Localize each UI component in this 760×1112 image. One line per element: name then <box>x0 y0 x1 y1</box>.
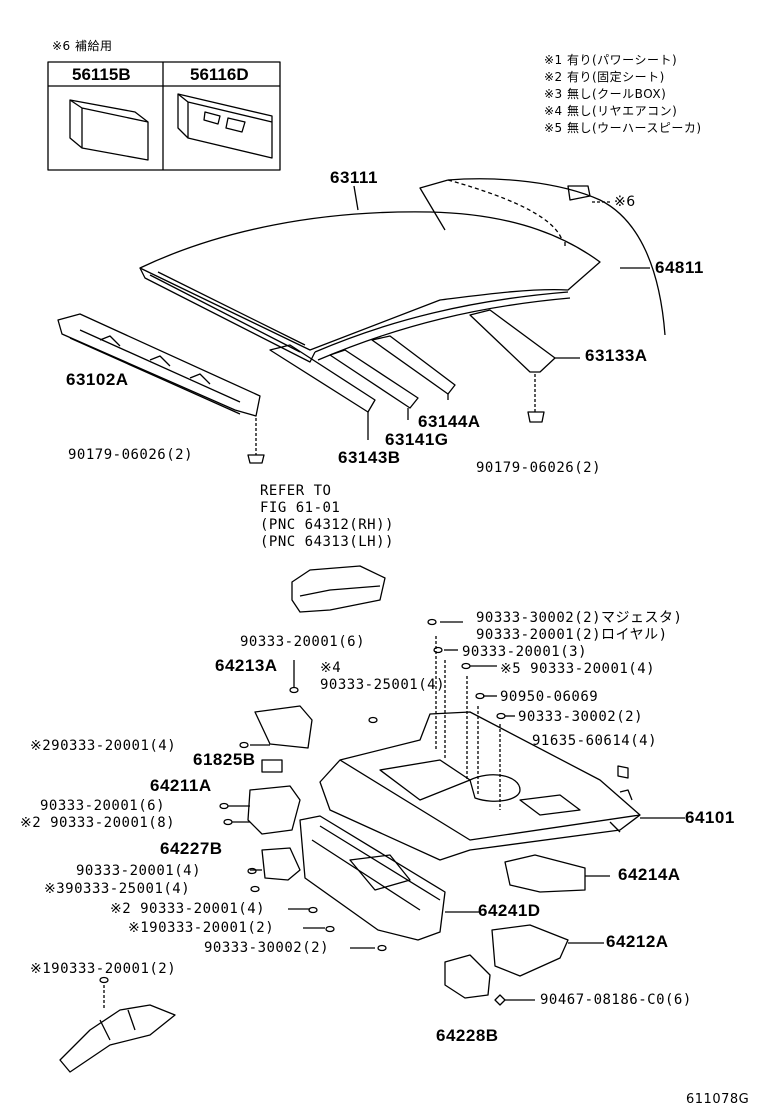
fastener-label: 90467-08186-C0(6) <box>540 992 692 1008</box>
fastener-label: 90950-06069 <box>500 689 599 705</box>
fastener-label: ※390333-25001(4) <box>44 881 191 897</box>
legend-item: ※4 無し(リヤエアコン) <box>544 104 678 118</box>
refer-line: FIG 61-01 <box>260 500 341 516</box>
rear-inner-panel <box>299 815 480 941</box>
part-64214a: 64214A <box>618 865 681 884</box>
fastener-label: ※190333-20001(2) <box>128 920 275 936</box>
fastener-label: 91635-60614(4) <box>532 733 658 749</box>
brackets-left <box>247 705 313 881</box>
part-64213a: 64213A <box>215 656 278 675</box>
clip-left-label: 90179-06026(2) <box>68 447 194 463</box>
fastener-label: 90333-30002(2) <box>204 940 330 956</box>
refer-line: (PNC 64313(LH)) <box>260 534 394 550</box>
brackets-right <box>444 765 629 1006</box>
legend-item: ※1 有り(パワーシート) <box>544 53 678 67</box>
part-64227b: 64227B <box>160 839 223 858</box>
fastener-label: 90333-20001(3) <box>462 644 588 660</box>
part-63102a: 63102A <box>66 370 129 389</box>
figure-code: 611078G <box>686 1092 750 1107</box>
part-63144a: 63144A <box>418 412 481 431</box>
legend: ※1 有り(パワーシート) ※2 有り(固定シート) ※3 無し(クールBOX)… <box>544 52 702 137</box>
supply-parts-box <box>47 61 281 171</box>
fastener-label: 90333-20001(2)ロイヤル) <box>476 627 668 643</box>
legend-item: ※3 無し(クールBOX) <box>544 87 667 101</box>
part-64211a: 64211A <box>150 776 212 795</box>
part-63111: 63111 <box>330 168 378 187</box>
part-63143b: 63143B <box>338 448 401 467</box>
refer-line: (PNC 64312(RH)) <box>260 517 394 533</box>
part-61825b: 61825B <box>193 750 256 769</box>
fastener-markers <box>99 618 506 984</box>
part-64811: 64811 <box>655 258 704 277</box>
clip-right-label: 90179-06026(2) <box>476 460 602 476</box>
legend-item: ※5 無し(ウーハースピーカ) <box>544 121 702 135</box>
headliner <box>419 178 666 336</box>
fastener-label: ※5 90333-20001(4) <box>500 661 656 677</box>
fastener-label: 90333-30002(2) <box>518 709 644 725</box>
refer-note: REFER TO FIG 61-01 (PNC 64312(RH)) (PNC … <box>260 483 394 551</box>
part-64101: 64101 <box>685 808 735 827</box>
mark6-label: ※6 <box>614 194 636 210</box>
fastener-label: ※2 90333-20001(8) <box>20 815 176 831</box>
note6-title: ※6 補給用 <box>52 39 113 53</box>
fastener-label: ※190333-20001(2) <box>30 961 177 977</box>
fastener-label: 90333-25001(4) <box>320 677 446 693</box>
part-64241d: 64241D <box>478 901 541 920</box>
front-header-panel <box>57 313 265 464</box>
fastener-label: 90333-30002(2)マジェスタ) <box>476 610 683 626</box>
fastener-label: ※2 90333-20001(4) <box>110 901 266 917</box>
legend-item: ※2 有り(固定シート) <box>544 70 665 84</box>
part-56116d: 56116D <box>190 65 249 84</box>
part-63133a: 63133A <box>585 346 648 365</box>
leader-lines <box>228 621 535 1001</box>
fastener-label: 90333-20001(4) <box>76 863 202 879</box>
fastener-label: ※290333-20001(4) <box>30 738 177 754</box>
part-64228b: 64228B <box>436 1026 499 1045</box>
reference-bracket <box>291 565 386 613</box>
refer-line: REFER TO <box>260 483 332 499</box>
fastener-label: 90333-20001(6) <box>240 634 366 650</box>
fastener-label: ※4 <box>320 660 342 676</box>
part-63141g: 63141G <box>385 430 449 449</box>
package-tray <box>319 711 685 861</box>
part-56115b: 56115B <box>72 65 131 84</box>
fastener-label: 90333-20001(6) <box>40 798 166 814</box>
roof-panel <box>139 185 601 363</box>
part-64212a: 64212A <box>606 932 669 951</box>
pillar-part <box>59 985 176 1073</box>
roof-bows <box>269 309 580 440</box>
